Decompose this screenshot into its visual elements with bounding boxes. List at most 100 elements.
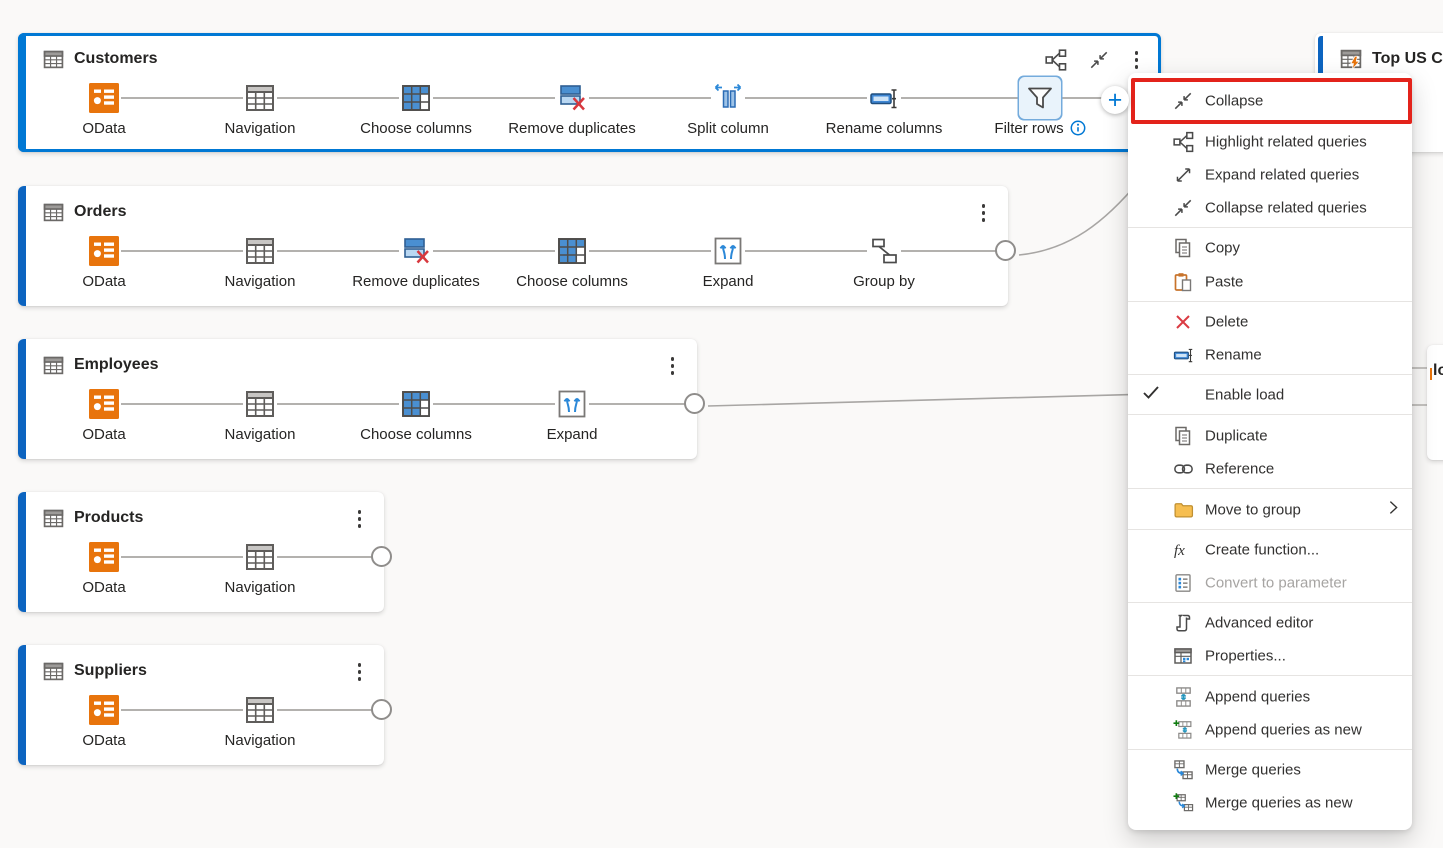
menu-item-reference[interactable]: Reference — [1128, 452, 1412, 485]
query-card-partial[interactable]: lo — [1427, 345, 1443, 460]
step-odata[interactable]: OData — [29, 235, 179, 290]
navigation-table-icon — [244, 388, 276, 420]
menu-divider — [1128, 488, 1412, 489]
choose-columns-icon — [400, 388, 432, 420]
choose-columns-icon — [400, 82, 432, 114]
step-choose-columns[interactable]: Choose columns — [341, 82, 491, 137]
collapse-card-icon[interactable] — [1089, 50, 1109, 70]
table-bolt-icon — [1340, 48, 1362, 70]
remove-duplicates-icon — [400, 235, 432, 267]
step-remove-duplicates[interactable]: Remove duplicates — [341, 235, 491, 290]
navigation-table-icon — [244, 235, 276, 267]
rename-icon — [1173, 344, 1194, 365]
odata-icon — [88, 235, 120, 267]
reference-icon — [1173, 458, 1194, 479]
step-navigation[interactable]: Navigation — [185, 694, 335, 749]
card-menu-button[interactable] — [354, 508, 366, 530]
step-navigation[interactable]: Navigation — [185, 388, 335, 443]
merge-queries-new-icon — [1173, 792, 1194, 813]
step-navigation[interactable]: Navigation — [185, 82, 335, 137]
menu-item-append-queries-as-new[interactable]: Append queries as new — [1128, 713, 1412, 746]
menu-item-highlight-related-queries[interactable]: Highlight related queries — [1128, 125, 1412, 158]
menu-item-create-function[interactable]: Create function... — [1128, 533, 1412, 566]
card-accent-bar — [18, 339, 26, 459]
query-title: Top US Cus — [1372, 50, 1443, 67]
info-icon[interactable] — [1070, 120, 1086, 136]
menu-item-duplicate[interactable]: Duplicate — [1128, 419, 1412, 452]
add-step-button[interactable]: + — [1101, 86, 1129, 114]
card-accent-bar — [18, 645, 26, 765]
step-expand[interactable]: Expand — [653, 235, 803, 290]
query-card-products[interactable]: Products OData Navigation — [18, 492, 392, 612]
folder-icon — [1173, 499, 1194, 520]
step-odata[interactable]: OData — [29, 694, 179, 749]
step-odata[interactable]: OData — [29, 82, 179, 137]
query-title: Customers — [74, 50, 158, 67]
menu-item-delete[interactable]: Delete — [1128, 305, 1412, 338]
merge-queries-icon — [1173, 759, 1194, 780]
query-card-orders[interactable]: Orders OData Navigation Remove duplicate… — [18, 186, 1016, 306]
context-menu: Collapse Highlight related queries Expan… — [1128, 73, 1412, 830]
menu-divider — [1128, 529, 1412, 530]
card-menu-button[interactable] — [978, 202, 990, 224]
step-split-column[interactable]: Split column — [653, 82, 803, 137]
collapse-icon — [1173, 91, 1193, 111]
menu-divider — [1128, 301, 1412, 302]
navigation-table-icon — [244, 541, 276, 573]
step-odata[interactable]: OData — [29, 541, 179, 596]
card-menu-button[interactable] — [1131, 49, 1143, 71]
menu-item-enable-load[interactable]: Enable load — [1128, 378, 1412, 411]
step-choose-columns[interactable]: Choose columns — [341, 388, 491, 443]
query-title: Orders — [74, 203, 127, 220]
step-filter-rows[interactable]: Filter rows — [965, 82, 1115, 137]
odata-icon — [88, 694, 120, 726]
step-odata[interactable]: OData — [29, 388, 179, 443]
menu-item-collapse[interactable]: Collapse — [1128, 84, 1412, 117]
group-by-icon — [868, 235, 900, 267]
collapse-related-icon — [1173, 198, 1193, 218]
menu-item-advanced-editor[interactable]: Advanced editor — [1128, 606, 1412, 639]
menu-divider — [1128, 414, 1412, 415]
step-choose-columns[interactable]: Choose columns — [497, 235, 647, 290]
menu-divider — [1128, 602, 1412, 603]
step-rename-columns[interactable]: Rename columns — [809, 82, 959, 137]
menu-item-expand-related-queries[interactable]: Expand related queries — [1128, 158, 1412, 191]
step-remove-duplicates[interactable]: Remove duplicates — [497, 82, 647, 137]
chevron-right-icon — [1388, 498, 1399, 516]
expand-icon — [712, 235, 744, 267]
expand-related-icon — [1174, 165, 1193, 184]
menu-item-collapse-related-queries[interactable]: Collapse related queries — [1128, 191, 1412, 224]
choose-columns-icon — [556, 235, 588, 267]
output-port — [684, 393, 705, 414]
query-card-suppliers[interactable]: Suppliers OData Navigation — [18, 645, 392, 765]
query-title: lo — [1433, 362, 1443, 379]
output-port — [371, 546, 392, 567]
menu-item-rename[interactable]: Rename — [1128, 338, 1412, 371]
query-card-employees[interactable]: Employees OData Navigation Choose column… — [18, 339, 705, 459]
properties-icon — [1173, 646, 1193, 666]
menu-item-properties[interactable]: Properties... — [1128, 639, 1412, 672]
odata-icon — [88, 541, 120, 573]
menu-item-copy[interactable]: Copy — [1128, 231, 1412, 264]
copy-icon — [1173, 238, 1193, 258]
highlight-related-icon[interactable] — [1045, 49, 1067, 71]
menu-item-move-to-group[interactable]: Move to group — [1128, 493, 1412, 526]
table-icon — [43, 661, 64, 682]
card-menu-button[interactable] — [354, 661, 366, 683]
menu-item-merge-queries-as-new[interactable]: Merge queries as new — [1128, 786, 1412, 819]
step-expand[interactable]: Expand — [497, 388, 647, 443]
card-accent-bar — [18, 492, 26, 612]
menu-divider — [1128, 374, 1412, 375]
card-menu-button[interactable] — [667, 355, 679, 377]
step-group-by[interactable]: Group by — [809, 235, 959, 290]
menu-item-append-queries[interactable]: Append queries — [1128, 680, 1412, 713]
card-accent-bar — [18, 186, 26, 306]
step-navigation[interactable]: Navigation — [185, 541, 335, 596]
query-card-customers[interactable]: Customers OData Navigation Choose column… — [18, 33, 1161, 152]
menu-item-paste[interactable]: Paste — [1128, 265, 1412, 298]
rename-columns-icon — [868, 82, 900, 114]
menu-item-merge-queries[interactable]: Merge queries — [1128, 753, 1412, 786]
odata-icon — [88, 388, 120, 420]
delete-icon — [1173, 312, 1193, 332]
step-navigation[interactable]: Navigation — [185, 235, 335, 290]
